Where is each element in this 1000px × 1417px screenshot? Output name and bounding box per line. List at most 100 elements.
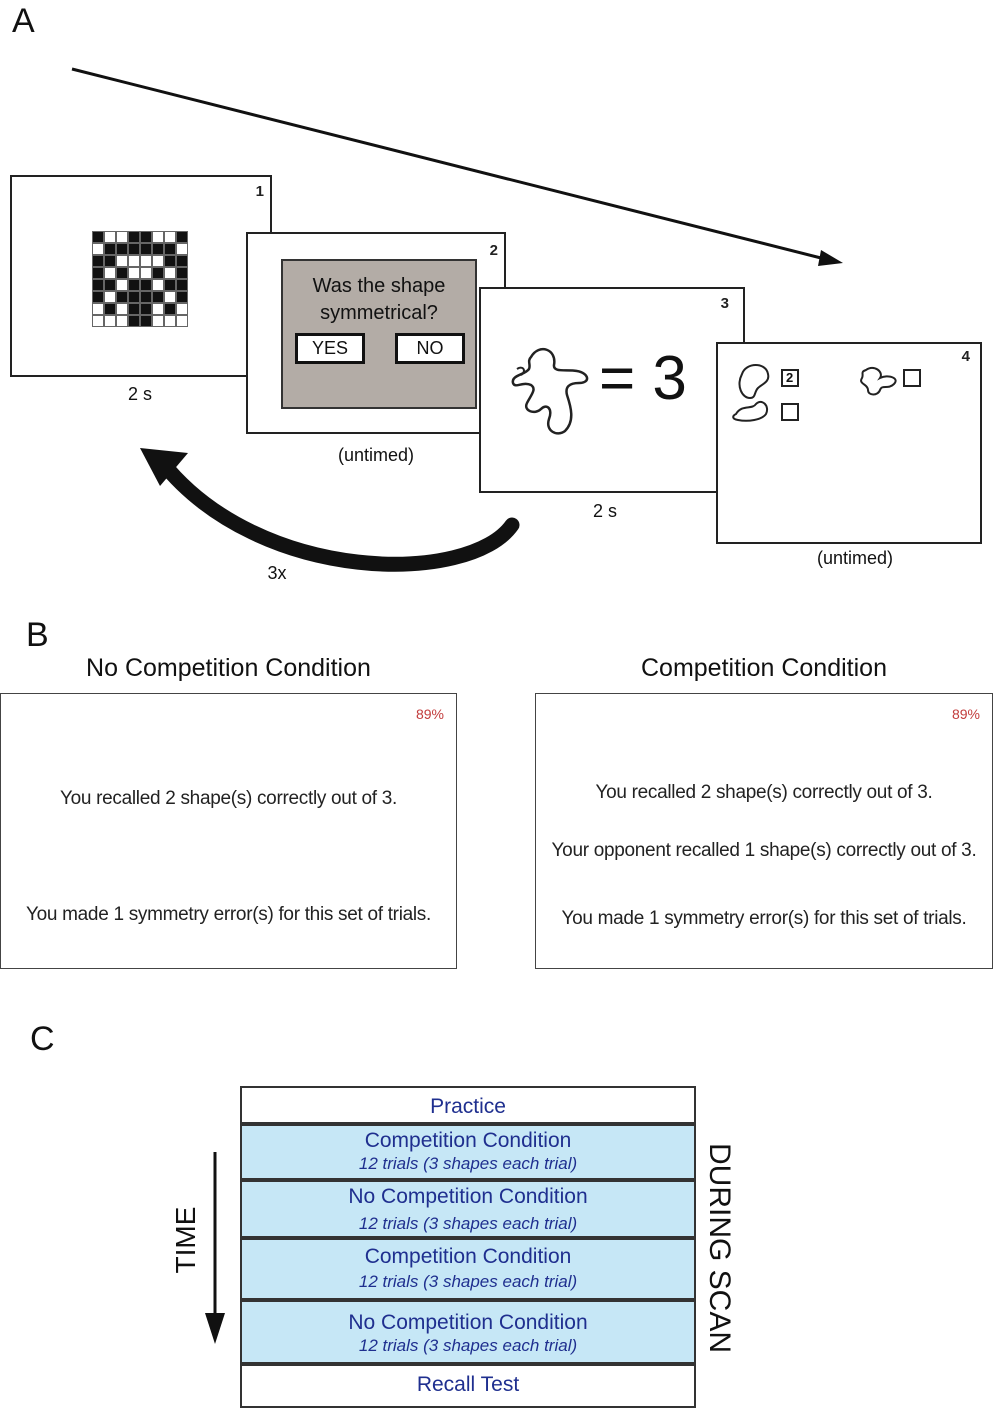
recall-test-block: Recall Test: [240, 1364, 696, 1408]
grid-cell: [92, 231, 104, 243]
grid-cell: [164, 279, 176, 291]
practice-block: Practice: [240, 1086, 696, 1124]
grid-cell: [164, 231, 176, 243]
feedback-line: Your opponent recalled 1 shape(s) correc…: [551, 840, 977, 861]
block-title: Competition Condition: [364, 1129, 572, 1152]
grid-cell: [92, 291, 104, 303]
grid-cell: [92, 303, 104, 315]
frame-number: 2: [489, 242, 498, 259]
grid-cell: [104, 315, 116, 327]
block-subtitle: 12 trials (3 shapes each trial): [358, 1154, 578, 1173]
grid-cell: [116, 303, 128, 315]
repeat-label: 3x: [267, 563, 287, 583]
score-percent: 89%: [951, 706, 980, 722]
grid-cell: [116, 267, 128, 279]
no-button: NO: [395, 333, 465, 364]
condition-block-1: Competition Condition 12 trials (3 shape…: [240, 1124, 696, 1180]
grid-cell: [152, 231, 164, 243]
block-subtitle: 12 trials (3 shapes each trial): [358, 1214, 578, 1233]
grid-cell: [92, 279, 104, 291]
timeline-arrow: [71, 67, 843, 572]
time-label: TIME: [170, 1206, 201, 1274]
frame-4-caption: (untimed): [816, 548, 894, 568]
grid-cell: [104, 255, 116, 267]
grid-cell: [176, 303, 188, 315]
yes-button: YES: [295, 333, 365, 364]
frame-4: 4 2: [716, 342, 982, 544]
block-title: No Competition Condition: [348, 1311, 588, 1334]
grid-cell: [176, 315, 188, 327]
grid-cell: [140, 315, 152, 327]
grid-cell: [104, 243, 116, 255]
grid-cell: [176, 231, 188, 243]
grid-cell: [140, 279, 152, 291]
grid-cell: [104, 231, 116, 243]
panel-c-letter: C: [30, 1020, 55, 1058]
grid-cell: [152, 267, 164, 279]
score-percent: 89%: [415, 706, 444, 722]
grid-cell: [116, 291, 128, 303]
grid-cell: [92, 243, 104, 255]
question-line-1: Was the shape: [312, 275, 446, 297]
panel-b-letter: B: [26, 616, 49, 654]
block-subtitle: 12 trials (3 shapes each trial): [358, 1272, 578, 1291]
grid-cell: [176, 243, 188, 255]
grid-cell: [128, 255, 140, 267]
no-competition-title: No Competition Condition: [86, 654, 371, 682]
grid-cell: [128, 279, 140, 291]
grid-cell: [176, 291, 188, 303]
grid-cell: [116, 279, 128, 291]
grid-cell: [104, 291, 116, 303]
condition-block-3: Competition Condition 12 trials (3 shape…: [240, 1238, 696, 1300]
grid-cell: [152, 291, 164, 303]
during-scan-label: DURING SCAN: [703, 1142, 736, 1354]
frame-3: 3 = 3: [479, 287, 745, 493]
time-arrow-icon: [205, 1152, 225, 1344]
grid-cell: [92, 255, 104, 267]
feedback-line: You made 1 symmetry error(s) for this se…: [26, 904, 431, 925]
condition-block-4: No Competition Condition 12 trials (3 sh…: [240, 1300, 696, 1364]
grid-cell: [92, 267, 104, 279]
grid-cell: [152, 243, 164, 255]
grid-cell: [152, 303, 164, 315]
grid-cell: [128, 303, 140, 315]
grid-cell: [140, 303, 152, 315]
grid-cell: [164, 255, 176, 267]
blob-shape-icon: [511, 347, 589, 435]
equation-text: = 3: [599, 344, 687, 413]
grid-cell: [140, 231, 152, 243]
frame-1: 1: [10, 175, 272, 377]
grid-cell: [140, 243, 152, 255]
frame-number: 4: [961, 348, 970, 365]
condition-block-2: No Competition Condition 12 trials (3 sh…: [240, 1180, 696, 1238]
feedback-line: You recalled 2 shape(s) correctly out of…: [595, 782, 933, 803]
grid-cell: [164, 267, 176, 279]
grid-cell: [116, 315, 128, 327]
grid-cell: [116, 255, 128, 267]
grid-cell: [176, 279, 188, 291]
practice-label: Practice: [430, 1095, 506, 1118]
recall-shapes-icon: [732, 364, 921, 422]
feedback-line: You made 1 symmetry error(s) for this se…: [561, 908, 967, 929]
grid-cell: [128, 315, 140, 327]
frame-number: 3: [720, 295, 729, 312]
grid-cell: [140, 267, 152, 279]
frame-2: 2 Was the shape symmetrical? YES NO: [246, 232, 506, 434]
grid-cell: [164, 291, 176, 303]
grid-cell: [152, 255, 164, 267]
grid-cell: [176, 267, 188, 279]
grid-cell: [116, 243, 128, 255]
grid-cell: [104, 303, 116, 315]
grid-cell: [104, 267, 116, 279]
symmetry-grid: [92, 231, 188, 327]
grid-cell: [92, 315, 104, 327]
frame-1-caption: 2 s: [127, 384, 152, 404]
no-competition-feedback-screen: 89% You recalled 2 shape(s) correctly ou…: [0, 693, 457, 969]
grid-cell: [152, 279, 164, 291]
recall-test-label: Recall Test: [416, 1373, 520, 1396]
block-title: Competition Condition: [364, 1245, 572, 1268]
competition-title: Competition Condition: [641, 654, 887, 682]
grid-cell: [140, 291, 152, 303]
grid-cell: [164, 243, 176, 255]
question-line-2: symmetrical?: [320, 302, 438, 324]
